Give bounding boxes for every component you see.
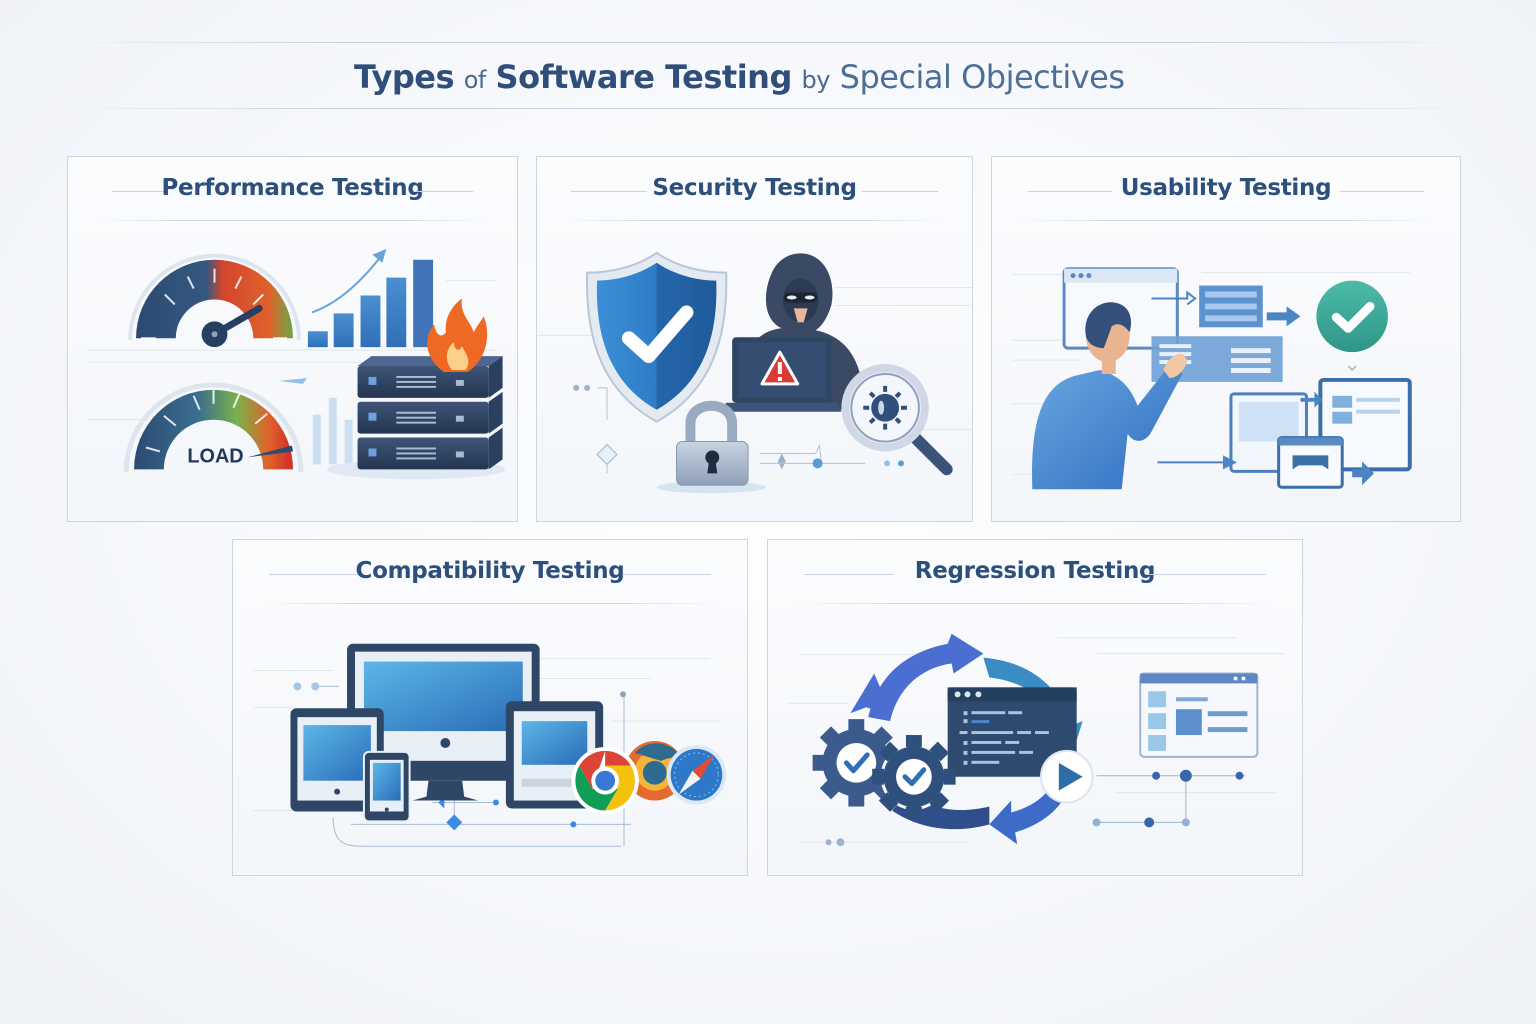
card-title: Usability Testing — [1120, 175, 1332, 201]
title-part-software-testing: Software Testing — [495, 58, 793, 96]
code-window-icon — [947, 687, 1077, 777]
safari-browser-icon — [666, 744, 727, 805]
speedometer-gauge-icon — [128, 253, 301, 348]
card-title: Regression Testing — [914, 558, 1156, 584]
usability-svg — [1012, 267, 1412, 490]
card-header: Compatibility Testing — [233, 540, 747, 604]
title-part-by: by — [801, 66, 831, 94]
title-underline — [567, 220, 942, 221]
card-title: Security Testing — [652, 175, 857, 201]
card-header: Performance Testing — [68, 157, 517, 221]
magnifier-bug-icon — [841, 364, 953, 476]
laptop-warning-icon — [722, 337, 842, 412]
phone-icon — [362, 750, 411, 823]
title-dash-left — [269, 574, 357, 575]
regression-illustration — [768, 604, 1302, 875]
desktop-monitor-icon — [347, 643, 540, 801]
title-part-of: of — [463, 66, 487, 94]
title-dash-right — [623, 574, 711, 575]
card-performance-testing: Performance Testing — [67, 156, 518, 522]
card-regression-testing: Regression Testing — [767, 539, 1303, 876]
page-title: Types of Software Testing by Special Obj… — [354, 58, 1125, 96]
title-part-types: Types — [354, 58, 455, 96]
title-underline — [1022, 220, 1430, 221]
title-underline — [263, 603, 717, 604]
load-label: LOAD — [187, 445, 243, 467]
form-panel-icon — [1151, 285, 1301, 328]
title-underline — [798, 603, 1272, 604]
performance-illustration: LOAD — [68, 221, 517, 521]
security-illustration — [537, 221, 972, 521]
gear-check-icon — [812, 719, 956, 819]
card-compatibility-testing: Compatibility Testing — [232, 539, 748, 876]
load-gauge-icon: LOAD — [123, 382, 304, 473]
card-header: Usability Testing — [992, 157, 1460, 221]
security-svg — [537, 251, 972, 494]
compatibility-illustration — [233, 604, 747, 875]
server-stack-icon — [326, 356, 506, 480]
card-title: Compatibility Testing — [355, 558, 625, 584]
title-dash-left — [112, 191, 168, 192]
title-dash-right — [862, 191, 938, 192]
title-rule-bottom — [60, 108, 1476, 109]
title-underline — [98, 220, 487, 221]
title-part-special-objectives: Special Objectives — [839, 58, 1125, 96]
title-bar: Types of Software Testing by Special Obj… — [0, 42, 1536, 109]
card-title: Performance Testing — [161, 175, 424, 201]
check-circle-icon — [1316, 280, 1388, 372]
compatibility-svg — [253, 643, 727, 847]
title-dash-right — [417, 191, 473, 192]
cycle-arrows-icon — [850, 633, 1083, 845]
padlock-icon — [656, 400, 766, 494]
performance-svg: LOAD — [88, 248, 506, 480]
shield-check-icon — [586, 251, 728, 423]
title-dash-left — [804, 574, 894, 575]
bar-chart-growth-icon — [307, 248, 434, 348]
fire-icon — [427, 298, 488, 372]
title-dash-left — [571, 191, 647, 192]
title-rule-top — [60, 42, 1476, 43]
play-button-icon — [1039, 749, 1094, 804]
title-dash-left — [1028, 191, 1112, 192]
usability-illustration — [992, 221, 1460, 521]
title-dash-right — [1340, 191, 1424, 192]
card-header: Regression Testing — [768, 540, 1302, 604]
title-dash-right — [1146, 574, 1266, 575]
card-header: Security Testing — [537, 157, 972, 221]
user-figure-icon — [1032, 302, 1188, 490]
card-security-testing: Security Testing — [536, 156, 973, 522]
regression-svg — [788, 633, 1286, 847]
chrome-browser-icon — [571, 746, 639, 815]
card-usability-testing: Usability Testing — [991, 156, 1461, 522]
screen-flow-icon — [1157, 377, 1412, 489]
dashboard-window-icon — [1139, 672, 1259, 758]
